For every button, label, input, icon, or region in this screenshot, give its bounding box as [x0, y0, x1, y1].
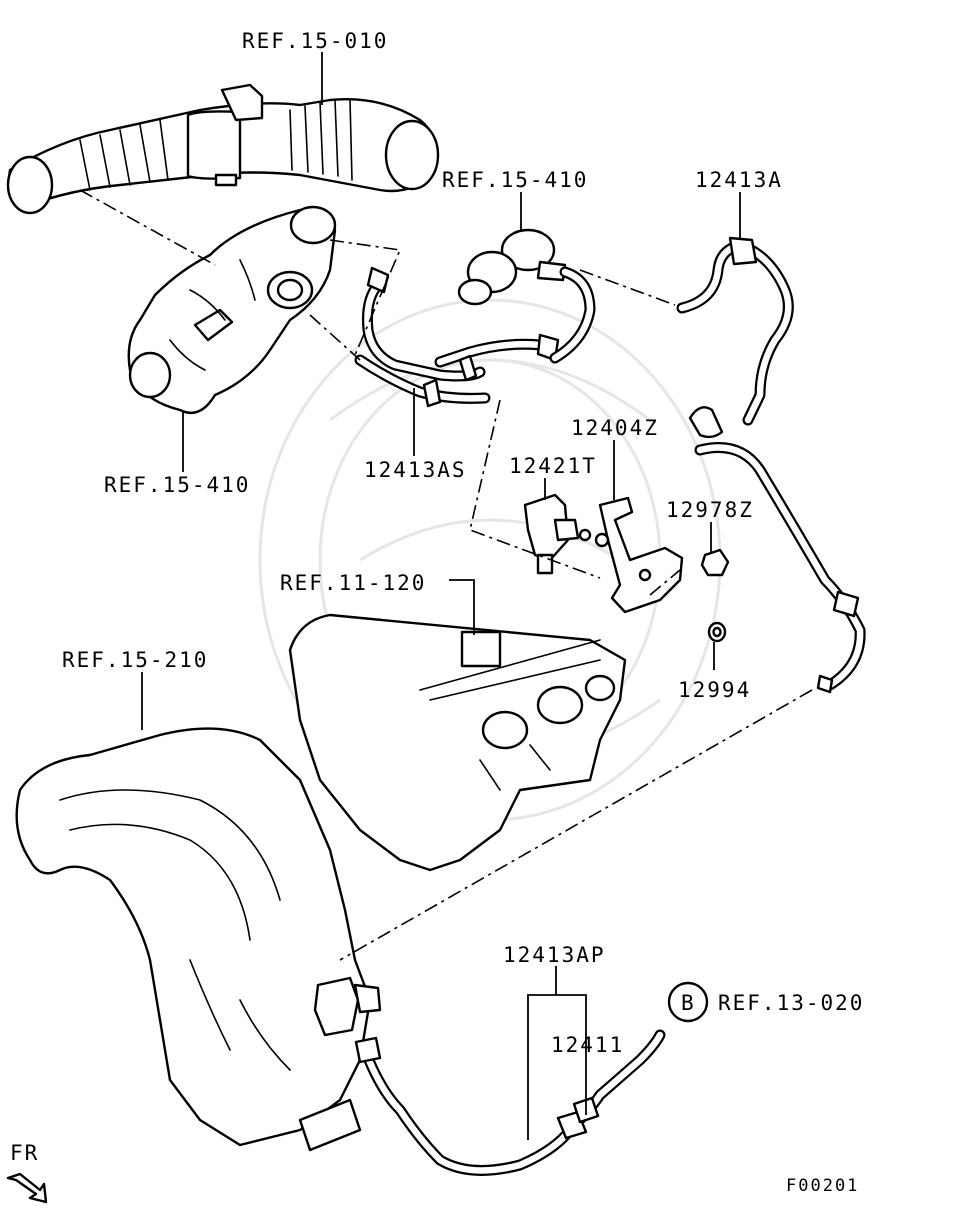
bracket-12404z — [594, 496, 684, 614]
solenoid-valve-12421t — [523, 493, 592, 575]
wastegate-actuator — [457, 228, 596, 364]
forward-arrow-icon — [6, 1172, 48, 1204]
ref-13-020-label: REF.13-020 — [718, 991, 864, 1015]
bolt-12978z — [700, 548, 730, 577]
turbocharger — [127, 205, 337, 415]
part-12978z-label: 12978Z — [666, 498, 754, 522]
ref-15-210-label: REF.15-210 — [62, 648, 208, 672]
cylinder-head — [288, 613, 627, 872]
part-12413as-label: 12413AS — [364, 458, 467, 482]
ref-15-410-top-label: REF.15-410 — [442, 168, 588, 192]
connector-b-circle — [667, 981, 709, 1023]
figure-code-label: F00201 — [786, 1176, 859, 1196]
part-12994-label: 12994 — [678, 678, 751, 702]
part-12413a-label: 12413A — [695, 168, 783, 192]
connector-b-label: B — [681, 991, 696, 1015]
nut-12994 — [707, 621, 727, 643]
connection-lines — [79, 189, 813, 961]
hose-12413a — [676, 236, 866, 694]
ref-15-410-left-label: REF.15-410 — [104, 473, 250, 497]
ref-11-120-label: REF.11-120 — [280, 571, 426, 595]
intake-manifold — [15, 727, 382, 1152]
hose-assembly-12413as — [354, 266, 560, 408]
leader-lines — [141, 52, 741, 1140]
part-12421t-label: 12421T — [509, 454, 597, 478]
air-intake-hose — [6, 83, 440, 215]
direction-fr-label: FR — [10, 1141, 39, 1165]
ref-15-010-label: REF.15-010 — [242, 29, 388, 53]
part-12411-label: 12411 — [551, 1033, 624, 1057]
part-12413ap-label: 12413AP — [503, 943, 606, 967]
part-12404z-label: 12404Z — [571, 416, 659, 440]
